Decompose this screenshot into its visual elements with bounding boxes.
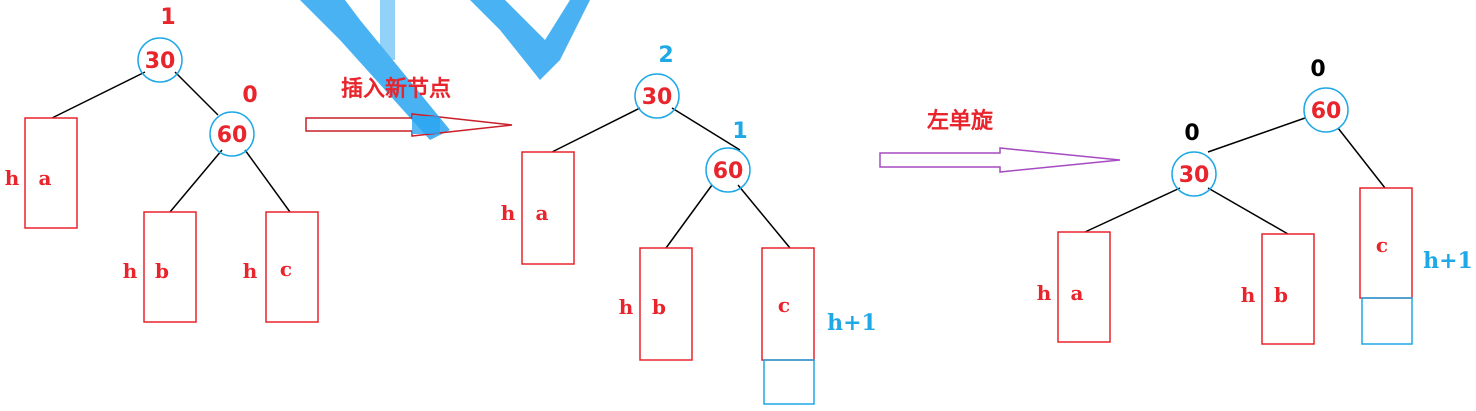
subtree-a-label: a <box>536 201 549 225</box>
node-60-balance-factor: 0 <box>1310 57 1325 82</box>
edge-30-a <box>51 71 146 119</box>
subtree-a <box>24 117 78 229</box>
node-30 <box>634 73 680 119</box>
subtree-b <box>639 247 693 361</box>
node-30-key: 30 <box>145 49 176 74</box>
edge-30-a <box>1084 187 1181 233</box>
edge-60-30 <box>1207 117 1306 153</box>
subtree-a-height: h <box>501 201 516 225</box>
insert-arrow: 插入新节点 <box>305 76 513 137</box>
node-30-balance-factor: 2 <box>658 43 673 68</box>
subtree-a-height: h <box>1037 281 1052 305</box>
node-60 <box>705 147 751 193</box>
node-30-key: 30 <box>1179 163 1210 188</box>
node-30 <box>1171 151 1217 197</box>
edge-60-c <box>1337 127 1386 189</box>
subtree-c-label: c <box>778 293 790 317</box>
subtree-b-height: h <box>1241 283 1256 307</box>
insert-arrow-label: 插入新节点 <box>341 76 451 102</box>
node-60-balance-factor: 0 <box>242 83 257 108</box>
subtree-b-height: h <box>619 295 634 319</box>
subtree-a <box>521 151 575 265</box>
subtree-a-label: a <box>39 166 52 190</box>
subtree-c-label: c <box>280 257 292 281</box>
subtree-b <box>143 211 197 323</box>
edge-30-60 <box>174 71 219 116</box>
node-30-balance-factor: 0 <box>1184 121 1199 146</box>
node-60-key: 60 <box>1311 99 1342 124</box>
subtree-b-label: b <box>652 295 666 319</box>
edge-60-c <box>737 184 791 249</box>
new-node-box <box>763 359 815 405</box>
edge-60-c <box>244 149 291 213</box>
edge-60-b <box>169 149 223 213</box>
left-rotation-arrow-shape <box>879 147 1121 173</box>
subtree-c <box>265 211 319 323</box>
subtree-a <box>1057 231 1111 343</box>
tree-after-rotation: 60 0 30 0 a h b h c h+1 <box>1037 57 1473 345</box>
subtree-c-height: h+1 <box>827 310 877 336</box>
subtree-c-height: h <box>243 259 258 283</box>
watermark-overlap <box>412 116 440 134</box>
tree-before-insert: 30 1 60 0 a h b h c h <box>5 5 319 323</box>
node-30-key: 30 <box>642 85 673 110</box>
subtree-a-label: a <box>1071 281 1084 305</box>
tree-after-insert: 30 2 60 1 a h b h c h+1 <box>501 43 877 405</box>
subtree-b-height: h <box>123 259 138 283</box>
node-30 <box>137 37 183 83</box>
watermark <box>300 0 590 140</box>
node-30-balance-factor: 1 <box>160 5 175 30</box>
edge-30-b <box>1207 187 1289 235</box>
left-rotation-arrow: 左单旋 <box>879 108 1121 173</box>
subtree-c-label: c <box>1376 233 1388 257</box>
left-rotation-arrow-label: 左单旋 <box>927 108 994 134</box>
node-60-key: 60 <box>713 159 744 184</box>
insert-arrow-shape <box>305 113 513 137</box>
subtree-a-height: h <box>5 166 20 190</box>
subtree-b <box>1261 233 1315 345</box>
subtree-b-label: b <box>1274 283 1288 307</box>
edge-60-b <box>665 184 713 249</box>
subtree-c-height: h+1 <box>1423 248 1473 274</box>
edge-30-60 <box>671 107 741 151</box>
node-60 <box>209 111 255 157</box>
node-60 <box>1303 87 1349 133</box>
edge-30-a <box>551 107 641 153</box>
node-60-key: 60 <box>217 123 248 148</box>
node-60-balance-factor: 1 <box>732 119 747 144</box>
new-node-box <box>1361 297 1413 345</box>
subtree-b-label: b <box>155 259 169 283</box>
